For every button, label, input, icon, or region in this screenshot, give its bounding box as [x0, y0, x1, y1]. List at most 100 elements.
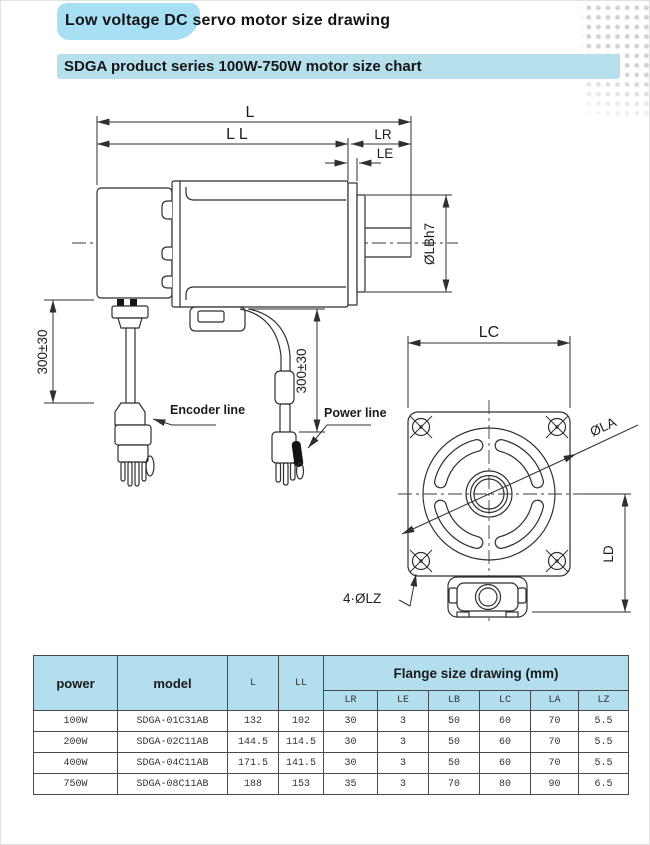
encoder-pin: [141, 461, 147, 482]
dim-LL: L L: [97, 126, 349, 181]
header-power: power: [33, 655, 118, 711]
encoder-pin: [120, 461, 126, 482]
cell-le: 3: [377, 773, 429, 795]
header-LZ: LZ: [578, 690, 629, 711]
cell-power: 200W: [33, 731, 118, 753]
dim-LE: LE: [325, 146, 393, 181]
header-LC: LC: [479, 690, 531, 711]
cell-la: 70: [530, 752, 579, 774]
cell-lc: 60: [479, 710, 531, 732]
pilot-boss: [356, 194, 366, 293]
encoder-strain-relief: [117, 317, 143, 329]
power-pin: [282, 462, 289, 486]
cell-lr: 30: [323, 731, 378, 753]
title-highlight: [57, 3, 200, 40]
power-pin: [289, 462, 296, 481]
encoder-connector-body: [114, 424, 152, 446]
mounting-hole: [409, 549, 433, 573]
cell-l: 171.5: [227, 752, 279, 774]
mounting-hole: [545, 415, 569, 439]
cell-lb: 70: [428, 773, 480, 795]
table-row: 200W SDGA-02C11AB 144.5 114.5 30 3 50 60…: [33, 731, 629, 753]
mounting-hole: [545, 549, 569, 573]
cell-ll: 114.5: [278, 731, 324, 753]
encoder-wire-loop: [145, 455, 155, 477]
dim-LD-label: LD: [601, 545, 616, 563]
flange-plate-edge: [347, 182, 358, 306]
cell-model: SDGA-02C11AB: [117, 731, 228, 753]
cell-la: 70: [530, 710, 579, 732]
power-cable-neck: [279, 403, 291, 434]
power-length-label: 300±30: [294, 349, 309, 394]
rear-housing: [96, 187, 173, 299]
cell-l: 132: [227, 710, 279, 732]
section-title: SDGA product series 100W-750W motor size…: [64, 58, 422, 75]
dim-LZ-label: 4·ØLZ: [343, 591, 381, 606]
cell-lz: 5.5: [578, 731, 629, 753]
dim-L: L: [96, 104, 412, 257]
power-cable: [248, 308, 291, 372]
encoder-pin-block: [130, 299, 137, 308]
cell-lb: 50: [428, 710, 480, 732]
dim-LC-label: LC: [479, 324, 499, 341]
dim-LD: LD: [532, 493, 631, 613]
header-LE: LE: [377, 690, 429, 711]
cell-lc: 80: [479, 773, 531, 795]
encoder-connector-cap: [114, 402, 146, 426]
page-title: Low voltage DC servo motor size drawing: [65, 12, 391, 29]
dim-power-cable-length: 300±30: [248, 308, 325, 433]
cell-la: 90: [530, 773, 579, 795]
header-LB: LB: [428, 690, 480, 711]
body-rib-bottom: [185, 286, 346, 300]
encoder-line-label: Encoder line: [170, 403, 245, 417]
size-spec-table: power model L LL Flange size drawing (mm…: [33, 655, 629, 795]
cell-lz: 5.5: [578, 710, 629, 732]
cable-gland-detail: [197, 310, 225, 323]
power-wire-loop: [295, 462, 305, 480]
cell-ll: 153: [278, 773, 324, 795]
cell-le: 3: [377, 710, 429, 732]
section-title-bar: SDGA product series 100W-750W motor size…: [57, 54, 620, 79]
dim-LB-label: ØLBh7: [422, 223, 437, 265]
power-line-callout: Power line: [307, 406, 387, 449]
front-view: LC: [343, 324, 639, 624]
dim-LZ-callout: 4·ØLZ: [343, 573, 418, 607]
encoder-pin: [127, 461, 133, 487]
mounting-hole: [409, 415, 433, 439]
dim-shaft-diameter: ØLBh7: [366, 194, 452, 293]
cell-lr: 35: [323, 773, 378, 795]
table-row: 400W SDGA-04C11AB 171.5 141.5 30 3 50 60…: [33, 752, 629, 774]
dim-LE-label: LE: [377, 146, 394, 161]
table-row: 100W SDGA-01C31AB 132 102 30 3 50 60 70 …: [33, 710, 629, 732]
flange-connector: [447, 576, 528, 618]
cell-lc: 60: [479, 752, 531, 774]
cell-lb: 50: [428, 731, 480, 753]
dim-LR-label: LR: [374, 127, 392, 142]
screw-boss: [161, 200, 172, 220]
dim-LC: LC: [407, 324, 571, 408]
cell-model: SDGA-08C11AB: [117, 773, 228, 795]
screw-boss: [161, 275, 172, 289]
cell-power: 100W: [33, 710, 118, 732]
cell-lb: 50: [428, 752, 480, 774]
cell-lz: 5.5: [578, 752, 629, 774]
power-cable-ferrule: [274, 370, 295, 405]
header-LA: LA: [530, 690, 579, 711]
encoder-connector-lower: [117, 444, 149, 463]
screw-boss: [161, 246, 172, 261]
dim-encoder-cable-length: 300±30: [35, 299, 94, 404]
power-connector-clip: [291, 440, 304, 467]
side-view: L L L LR LE: [35, 104, 458, 487]
dim-LA-label: ØLA: [588, 414, 619, 439]
header-L: L: [227, 655, 279, 711]
dim-LL-label: L L: [226, 126, 248, 143]
table-row: 750W SDGA-08C11AB 188 153 35 3 70 80 90 …: [33, 773, 629, 795]
dim-LR: LR: [351, 127, 411, 148]
cell-power: 400W: [33, 752, 118, 774]
cell-lr: 30: [323, 710, 378, 732]
encoder-length-label: 300±30: [35, 330, 50, 375]
cell-model: SDGA-04C11AB: [117, 752, 228, 774]
header-flange-group: Flange size drawing (mm): [323, 655, 629, 691]
power-pin: [275, 462, 282, 483]
